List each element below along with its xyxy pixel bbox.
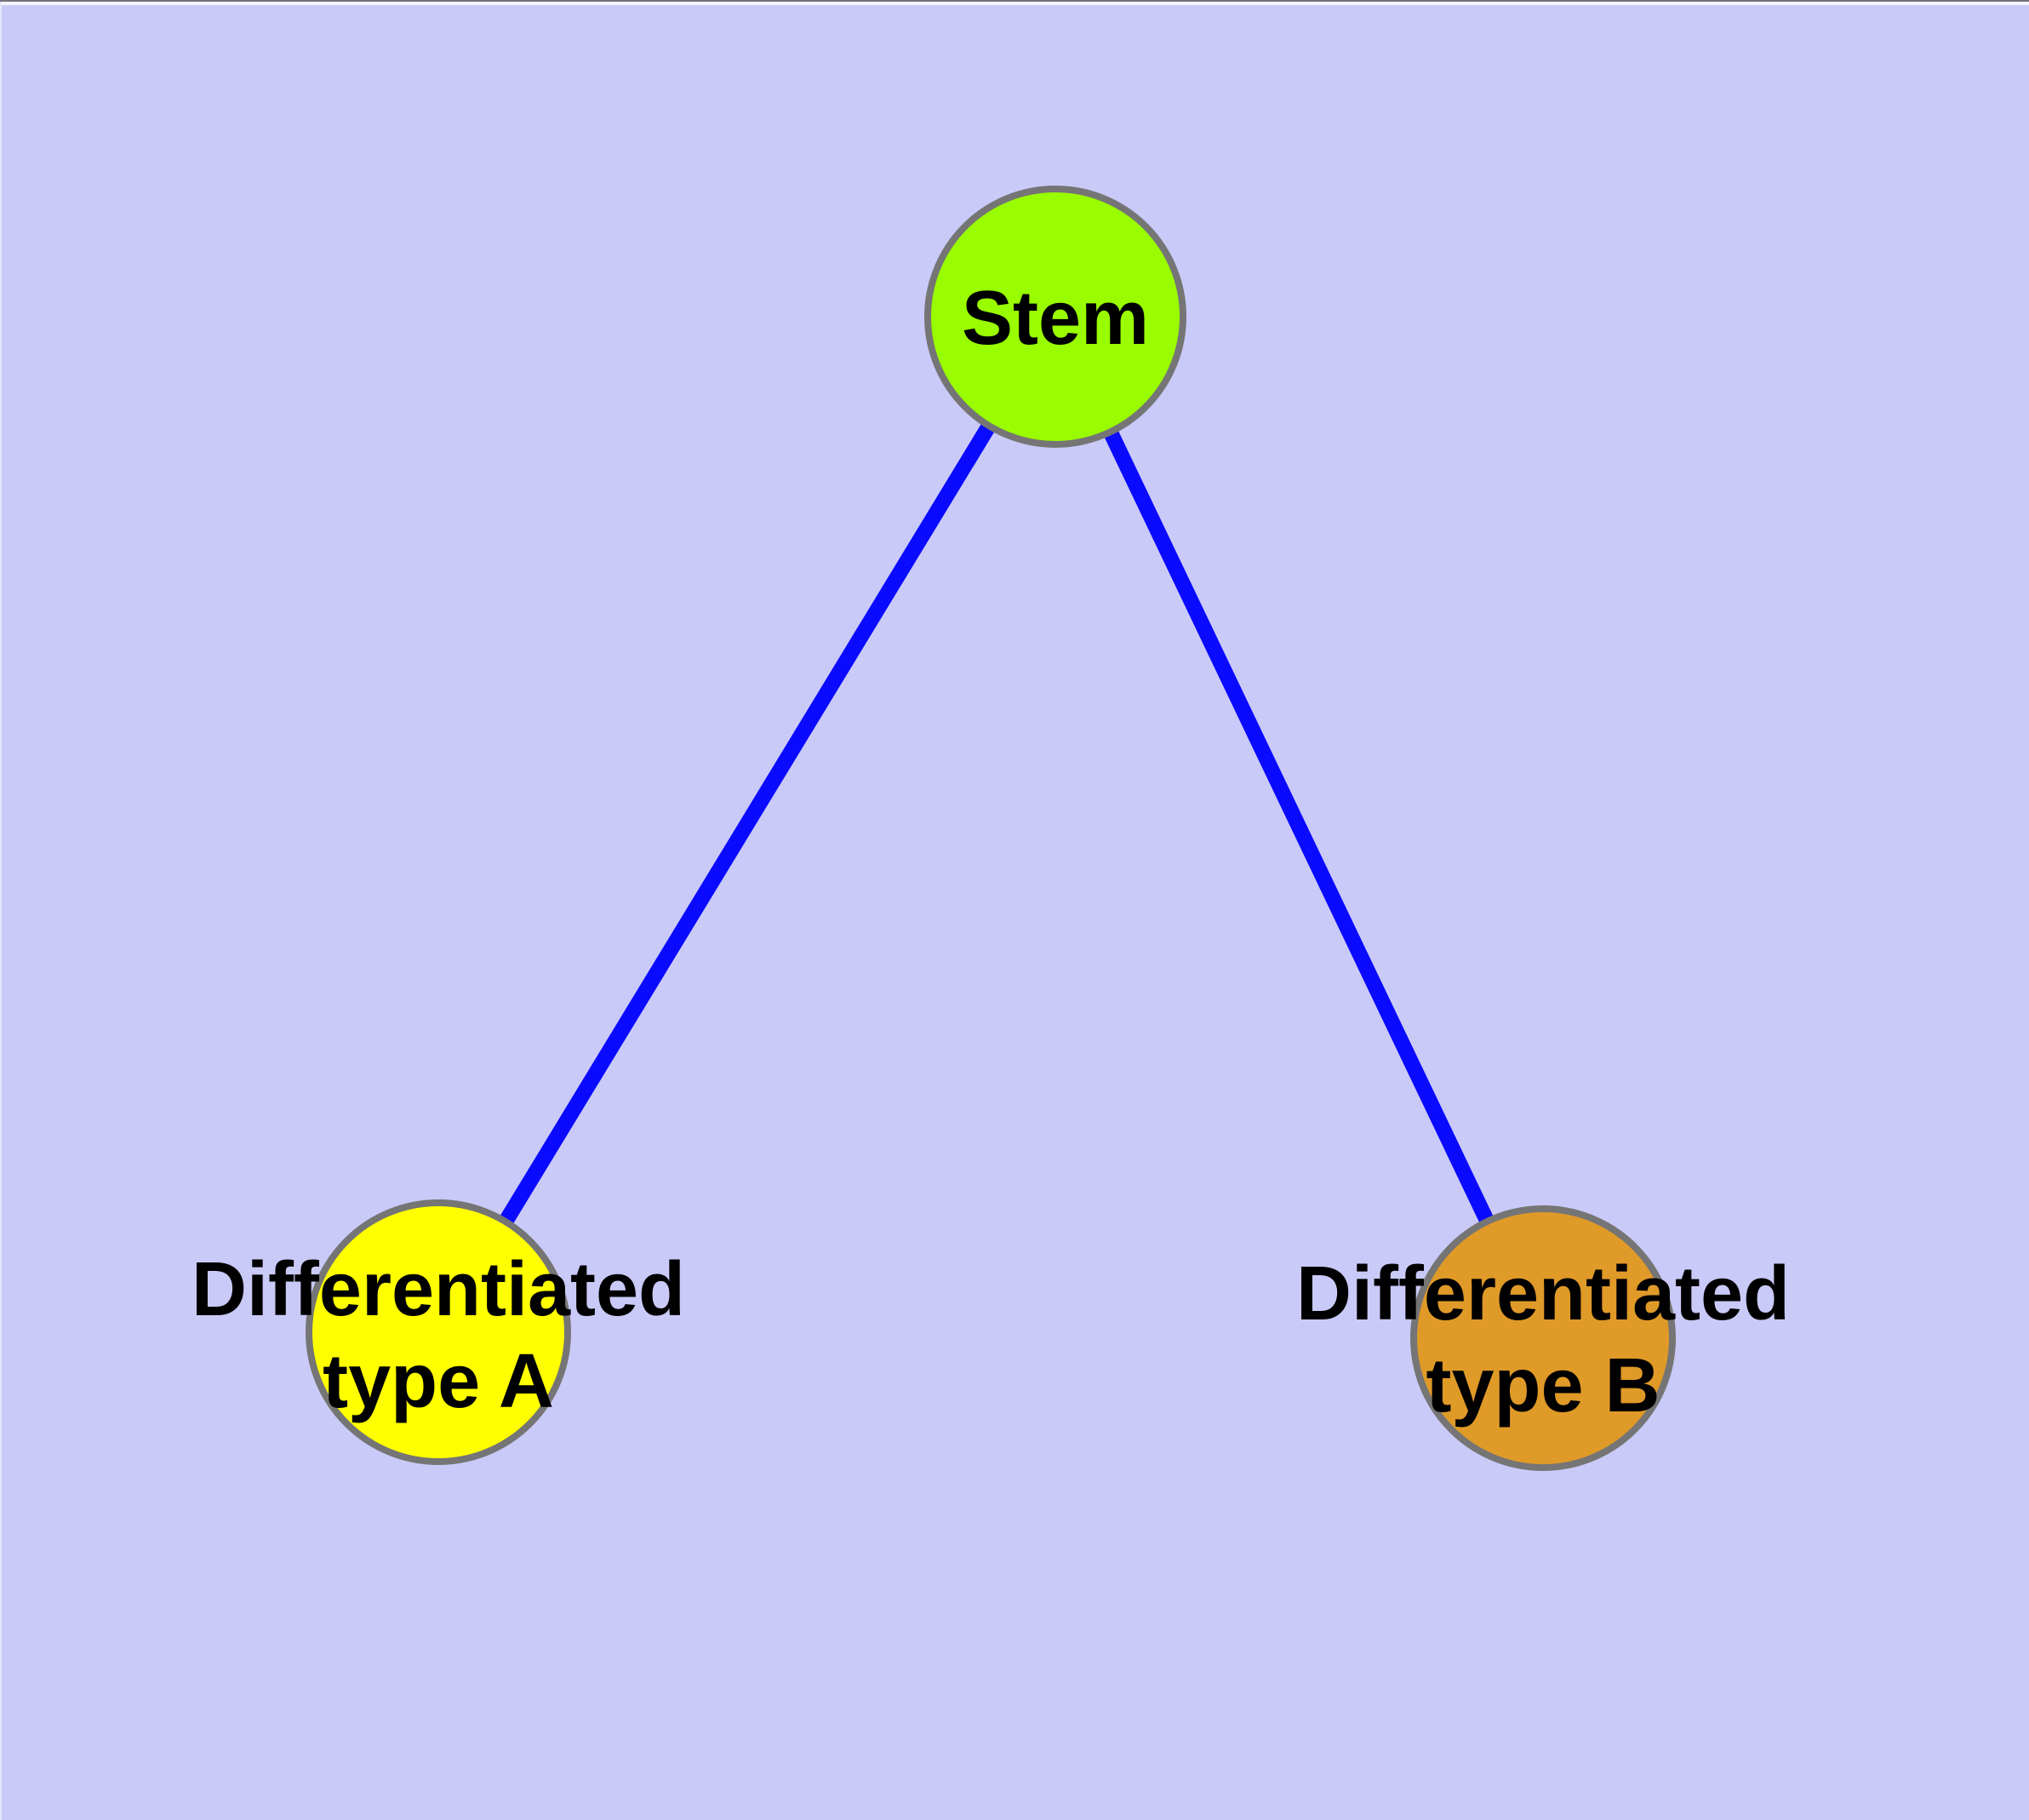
node-differentiated-type-b[interactable]: Differentiated type B — [1296, 1205, 1790, 1471]
canvas-top-border — [0, 0, 2029, 2]
type-b-node-circle[interactable] — [1410, 1205, 1676, 1471]
edge-stem-to-type-a[interactable] — [432, 312, 1062, 1336]
stem-node-circle[interactable] — [924, 186, 1186, 448]
type-b-node-label-line-1: Differentiated — [1296, 1251, 1790, 1336]
type-a-node-label-line-2: type A — [323, 1339, 554, 1424]
type-a-node-circle[interactable] — [306, 1199, 571, 1465]
edge-stem-to-type-b[interactable] — [1048, 313, 1551, 1342]
stem-node-label: Stem — [962, 276, 1149, 361]
canvas-top-highlight — [0, 2, 2029, 5]
node-stem[interactable]: Stem — [924, 186, 1186, 448]
node-differentiated-type-a[interactable]: Differentiated type A — [191, 1199, 685, 1465]
type-b-node-label-line-2: type B — [1426, 1343, 1660, 1428]
canvas-left-highlight — [0, 2, 2, 1820]
type-a-node-label-line-1: Differentiated — [191, 1247, 685, 1332]
